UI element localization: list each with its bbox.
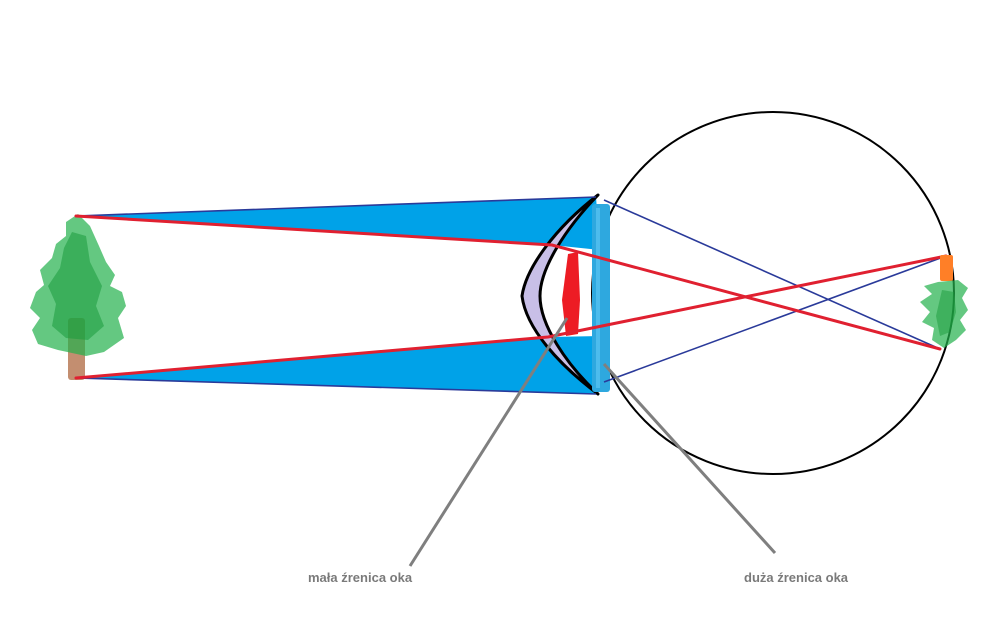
red-ray-upper [74,214,942,351]
cornea [520,193,600,396]
small-pupil-marker [562,252,580,336]
image-foliage-shade [936,290,956,336]
small-pupil-label: mała źrenica oka [308,570,413,585]
image-trunk [940,255,953,281]
tree-icon [30,214,126,380]
light-cone-upper [76,197,600,250]
large-pupil-label: duża źrenica oka [744,570,849,585]
small-pupil-pointer-line [408,317,569,567]
blue-ray-upper-to-retina [603,199,941,350]
tree-foliage-shade [48,232,104,340]
inverted-tree-icon [920,255,968,348]
blue-ray-upper-incoming [75,196,597,217]
red-ray-lower [74,254,948,380]
blue-ray-lower-to-retina [603,255,947,383]
light-cone-lower [76,336,602,394]
blue-ray-lower-incoming [75,377,597,395]
large-pupil-marker [592,204,610,392]
large-pupil-highlight [596,208,600,388]
blue-rays [75,196,947,395]
red-rays [74,214,948,380]
eyeball-outline [591,111,955,475]
large-pupil-pointer-line [602,362,777,555]
